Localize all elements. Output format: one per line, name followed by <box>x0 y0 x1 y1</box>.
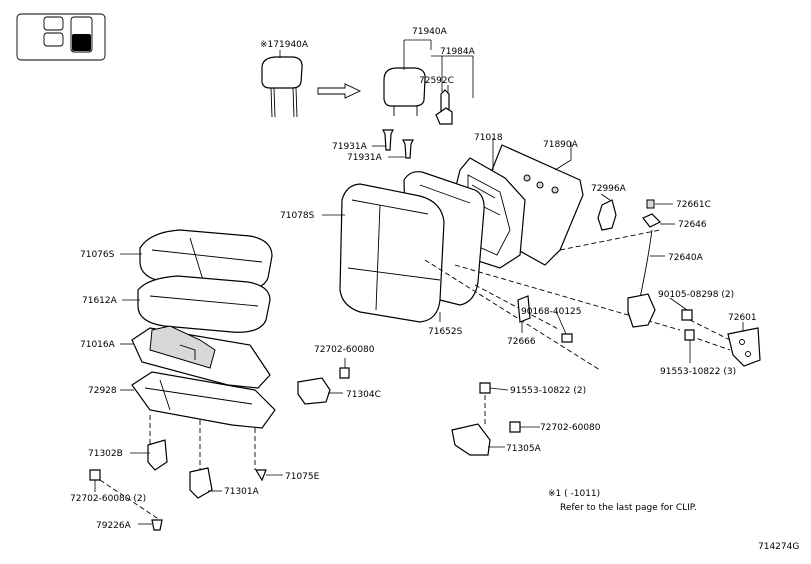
headrest-right <box>383 67 426 116</box>
label-71302B: 71302B <box>88 449 123 459</box>
label-72996A: 72996A <box>591 184 627 194</box>
clip-71075E <box>254 469 267 482</box>
bracket-71302B <box>147 439 168 471</box>
label-91553-10822-b: 91553-10822 (2) <box>510 386 586 396</box>
label-71940A: 71940A <box>412 27 448 37</box>
label-72640A: 72640A <box>668 253 704 263</box>
label-90168-40125: 90168-40125 <box>521 307 582 317</box>
cushion-cover-71076S <box>139 229 273 291</box>
bolt-72702-low <box>89 469 101 481</box>
lock-72601-body <box>627 293 656 328</box>
clip-79226A <box>151 519 163 531</box>
label-71078S: 71078S <box>280 211 315 221</box>
bolt-72702-right <box>509 421 521 433</box>
hinge-72601 <box>727 327 761 367</box>
cable-72640A <box>639 229 653 299</box>
label-71075E: 71075E <box>285 472 320 482</box>
bezel-72646 <box>642 213 662 228</box>
cushion-plate-72928 <box>131 371 276 429</box>
label-71304C: 71304C <box>346 390 381 400</box>
bolt-91553-b <box>479 382 491 394</box>
clip-72666 <box>517 295 531 323</box>
label-71016A: 71016A <box>80 340 116 350</box>
hinge-71305A <box>451 423 491 456</box>
headrest-left <box>261 56 303 118</box>
label-71612A: 71612A <box>82 296 118 306</box>
label-72592C: 72592C <box>419 76 454 86</box>
screw-90168 <box>561 333 573 343</box>
bracket-71304C <box>297 377 331 405</box>
label-90105-08298: 90105-08298 (2) <box>658 290 734 300</box>
bolt-72702-mid <box>339 367 350 379</box>
label-71018: 71018 <box>474 133 503 143</box>
label-79226A: 79226A <box>96 521 132 531</box>
cushion-pad-71612A <box>137 275 271 333</box>
label-91553-10822-a: 91553-10822 (3) <box>660 367 736 377</box>
diagram-id: 714274G <box>758 542 799 552</box>
label-71984A: 71984A <box>440 47 476 57</box>
knob-72661C <box>646 199 655 209</box>
seatback-cover <box>339 183 445 323</box>
label-71301A: 71301A <box>224 487 260 497</box>
bracket-71301A <box>189 467 213 499</box>
label-71652S: 71652S <box>428 327 463 337</box>
cushion-frame-71016A <box>131 325 271 389</box>
label-72928: 72928 <box>88 386 117 396</box>
label-72702-60080-mid: 72702-60080 <box>314 345 375 355</box>
label-71076S: 71076S <box>80 250 115 260</box>
label-71890A: 71890A <box>543 140 579 150</box>
label-71931A-2: 71931A <box>347 153 383 163</box>
bolt-90105 <box>681 309 693 321</box>
label-71305A: 71305A <box>506 444 542 454</box>
label-71931A-1: 71931A <box>332 142 368 152</box>
label-72702-60080-right: 72702-60080 <box>540 423 601 433</box>
footnote-line-1: ※1 ( -1011) <box>548 489 600 499</box>
label-72666: 72666 <box>507 337 536 347</box>
label-71940A-note: ※171940A <box>260 40 309 50</box>
label-72601: 72601 <box>728 313 757 323</box>
footnote-line-2: Refer to the last page for CLIP. <box>560 503 697 513</box>
label-72646: 72646 <box>678 220 707 230</box>
seat-position-icon <box>16 13 106 61</box>
arrow-icon <box>317 83 362 99</box>
label-72702-60080-2: 72702-60080 (2) <box>70 494 146 504</box>
latch-72996A <box>597 199 617 231</box>
headrest-guides <box>382 89 453 159</box>
label-72661C: 72661C <box>676 200 711 210</box>
bolt-91553-a <box>684 329 695 341</box>
